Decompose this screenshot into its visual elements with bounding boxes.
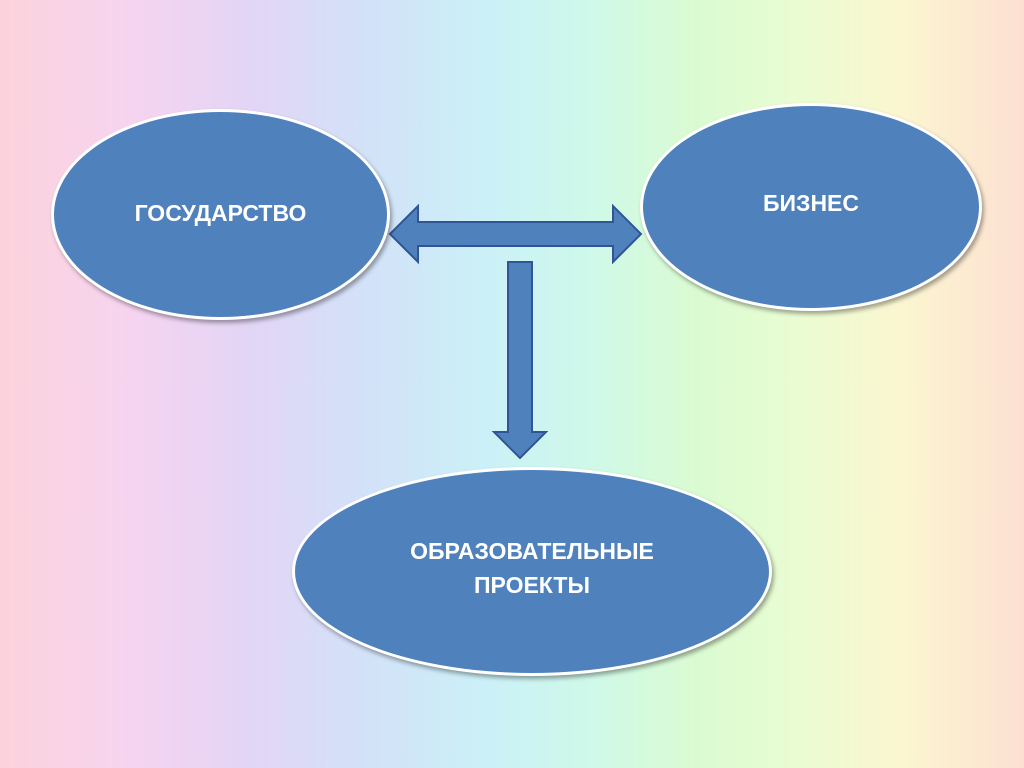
- double-arrow-government-business: [388, 203, 643, 265]
- node-government: ГОСУДАРСТВО: [51, 109, 390, 320]
- node-business: БИЗНЕС: [640, 103, 982, 311]
- node-educational-projects: ОБРАЗОВАТЕЛЬНЫЕ ПРОЕКТЫ: [292, 467, 772, 676]
- node-business-label: БИЗНЕС: [762, 190, 860, 217]
- node-government-label: ГОСУДАРСТВО: [134, 199, 307, 226]
- node-educational-projects-label: ОБРАЗОВАТЕЛЬНЫЕ ПРОЕКТЫ: [410, 538, 654, 598]
- down-arrow-to-projects: [491, 261, 549, 460]
